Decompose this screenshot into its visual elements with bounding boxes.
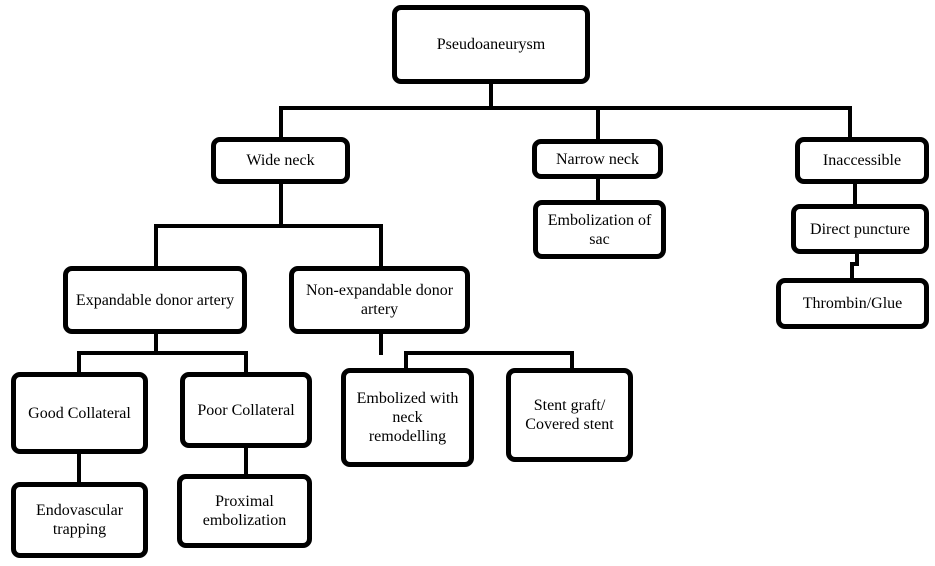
node-good-collateral-label: Good Collateral (28, 404, 131, 422)
node-good-collateral: Good Collateral (11, 372, 148, 454)
node-expandable-donor-artery: Expandable donor artery (63, 266, 247, 334)
node-expandable-donor-artery-label: Expandable donor artery (75, 291, 235, 309)
node-stent-graft-covered-stent: Stent graft/ Covered stent (506, 368, 633, 462)
node-thrombin-glue: Thrombin/Glue (776, 278, 929, 329)
node-wide-neck: Wide neck (211, 137, 350, 184)
node-non-expandable-donor-artery-label: Non-expandable donor artery (305, 282, 454, 318)
node-non-expandable-donor-artery: Non-expandable donor artery (289, 266, 470, 334)
node-proximal-embolization: Proximal embolization (177, 474, 312, 548)
node-embolization-of-sac-label: Embolization of sac (547, 211, 652, 248)
node-thrombin-glue-label: Thrombin/Glue (802, 295, 903, 312)
node-inaccessible-label: Inaccessible (822, 152, 902, 169)
node-narrow-neck-label: Narrow neck (555, 150, 640, 168)
node-embolization-of-sac: Embolization of sac (533, 200, 666, 259)
node-pseudoaneurysm-label: Pseudoaneurysm (436, 36, 546, 53)
node-wide-neck-label: Wide neck (246, 152, 315, 169)
node-proximal-embolization-label: Proximal embolization (202, 493, 287, 529)
node-inaccessible: Inaccessible (795, 137, 929, 184)
node-poor-collateral-label: Poor Collateral (197, 401, 295, 419)
node-poor-collateral: Poor Collateral (180, 372, 312, 448)
node-endovascular-trapping: Endovascular trapping (11, 482, 148, 558)
connector-puncture-to-thrombin (850, 251, 859, 282)
node-direct-puncture: Direct puncture (791, 204, 929, 254)
node-stent-graft-covered-stent-label: Stent graft/ Covered stent (525, 397, 614, 433)
node-direct-puncture-label: Direct puncture (810, 220, 910, 238)
node-endovascular-trapping-label: Endovascular trapping (35, 502, 124, 538)
node-embolized-with-neck-remodelling: Embolized with neck remodelling (341, 368, 474, 467)
node-narrow-neck: Narrow neck (532, 139, 663, 179)
node-embolized-with-neck-remodelling-label: Embolized with neck remodelling (356, 390, 459, 445)
node-pseudoaneurysm: Pseudoaneurysm (392, 5, 590, 84)
